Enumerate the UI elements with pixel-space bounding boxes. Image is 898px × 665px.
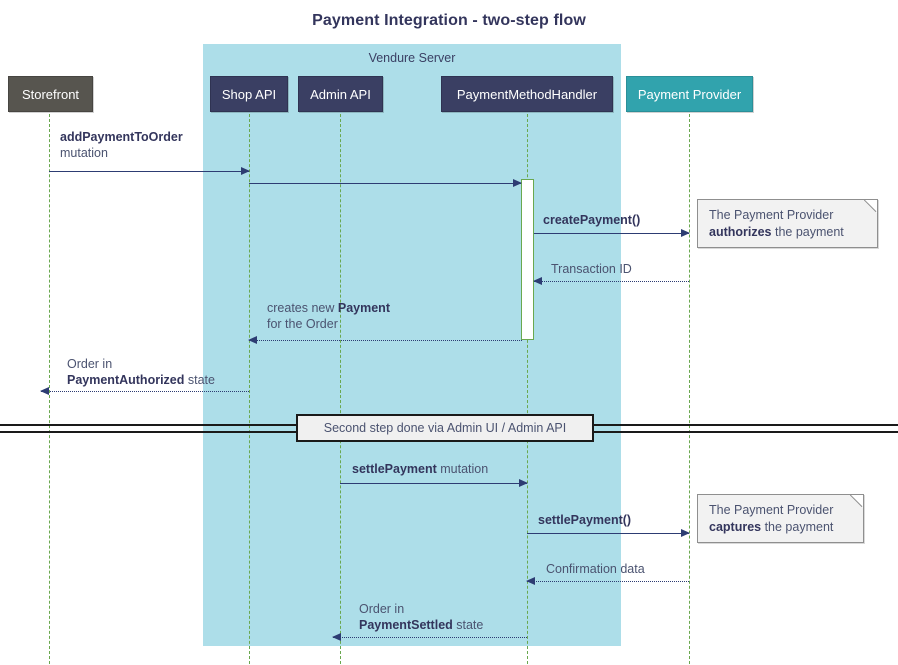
message-label-line2-rest: state <box>184 373 215 387</box>
participant-label: Admin API <box>310 86 371 102</box>
arrow-shaft <box>527 581 689 582</box>
participant-label: Payment Provider <box>637 86 742 102</box>
lifeline-shop-api <box>249 114 250 664</box>
message-label-add-payment-to-order: addPaymentToOrder mutation <box>60 129 183 161</box>
arrow-head <box>40 386 49 395</box>
message-label-line1: Confirmation data <box>546 562 645 576</box>
message-label-line2-rest: state <box>452 618 484 632</box>
group-box-label: Vendure Server <box>368 51 456 65</box>
participant-admin-api[interactable]: Admin API <box>298 76 383 112</box>
message-label-line1-pre: creates new <box>267 301 338 315</box>
group-box-vendure-server <box>203 44 621 646</box>
arrow-head <box>519 478 528 487</box>
message-label-transaction-id: Transaction ID <box>551 261 632 277</box>
participant-shop-api[interactable]: Shop API <box>210 76 288 112</box>
message-label-bold: settlePayment <box>352 462 437 476</box>
message-label-confirmation-data: Confirmation data <box>546 561 645 577</box>
note-fold-edge-icon <box>850 494 864 508</box>
arrow-head <box>241 166 250 175</box>
arrow-shaft <box>340 483 527 484</box>
arrow-shaft <box>534 281 689 282</box>
message-label-line1: settlePayment() <box>538 513 632 527</box>
note-line1: The Payment Provider <box>709 208 834 222</box>
arrow-head <box>248 335 257 344</box>
note-line2-rest: the payment <box>771 225 844 239</box>
arrow-head <box>332 632 341 641</box>
arrow-head <box>526 576 535 585</box>
arrow-shaft <box>333 637 527 638</box>
message-label-line2-bold: PaymentAuthorized <box>67 373 185 387</box>
activation-bar-handler <box>521 179 534 340</box>
lifeline-payment-method-handler <box>527 114 528 664</box>
note-line2-bold: authorizes <box>709 225 772 239</box>
lifeline-admin-api <box>340 114 341 664</box>
message-label-line1: addPaymentToOrder <box>60 130 183 144</box>
participant-storefront[interactable]: Storefront <box>8 76 93 112</box>
participant-payment-provider[interactable]: Payment Provider <box>626 76 753 112</box>
message-label-payment-settled: Order in PaymentSettled state <box>359 601 483 633</box>
divider-box: Second step done via Admin UI / Admin AP… <box>296 414 594 442</box>
arrow-shaft <box>527 533 689 534</box>
arrow-shaft <box>49 171 249 172</box>
message-label-line1: Transaction ID <box>551 262 632 276</box>
message-label-creates-new-payment: creates new Payment for the Order <box>267 300 390 332</box>
arrow-head <box>681 528 690 537</box>
note-line2-bold: captures <box>709 520 762 534</box>
arrow-shaft <box>249 183 521 184</box>
note-provider-authorizes: The Payment Provider authorizes the paym… <box>697 199 878 248</box>
message-label-line2: for the Order <box>267 317 338 331</box>
message-label-settle-payment-call: settlePayment() <box>538 512 631 528</box>
message-label-create-payment: createPayment() <box>543 212 640 228</box>
divider-label: Second step done via Admin UI / Admin AP… <box>323 421 567 435</box>
message-label-line1: createPayment() <box>543 213 641 227</box>
arrow-shaft <box>249 340 522 341</box>
lifeline-payment-provider <box>689 114 690 664</box>
participant-payment-method-handler[interactable]: PaymentMethodHandler <box>441 76 613 112</box>
arrow-head <box>513 178 522 187</box>
participant-label: Shop API <box>221 86 277 102</box>
message-label-rest: mutation <box>436 462 489 476</box>
message-label-line1: Order in <box>67 357 113 371</box>
diagram-title: Payment Integration - two-step flow <box>312 12 586 29</box>
note-line2-rest: the payment <box>761 520 834 534</box>
message-label-line2: mutation <box>60 146 108 160</box>
message-label-line1: Order in <box>359 602 405 616</box>
note-fold-edge-icon <box>864 199 878 213</box>
arrow-head <box>681 228 690 237</box>
message-label-line2-bold: PaymentSettled <box>359 618 453 632</box>
note-line1: The Payment Provider <box>709 503 834 517</box>
arrow-head <box>533 276 542 285</box>
arrow-shaft <box>41 391 249 392</box>
lifeline-storefront <box>49 114 50 664</box>
arrow-shaft <box>534 233 689 234</box>
note-provider-captures: The Payment Provider captures the paymen… <box>697 494 864 543</box>
participant-label: PaymentMethodHandler <box>456 86 598 102</box>
message-label-settle-payment-mutation: settlePayment mutation <box>352 461 488 477</box>
message-label-line1-bold: Payment <box>337 301 390 315</box>
participant-label: Storefront <box>21 86 80 102</box>
message-label-payment-authorized: Order in PaymentAuthorized state <box>67 356 215 388</box>
